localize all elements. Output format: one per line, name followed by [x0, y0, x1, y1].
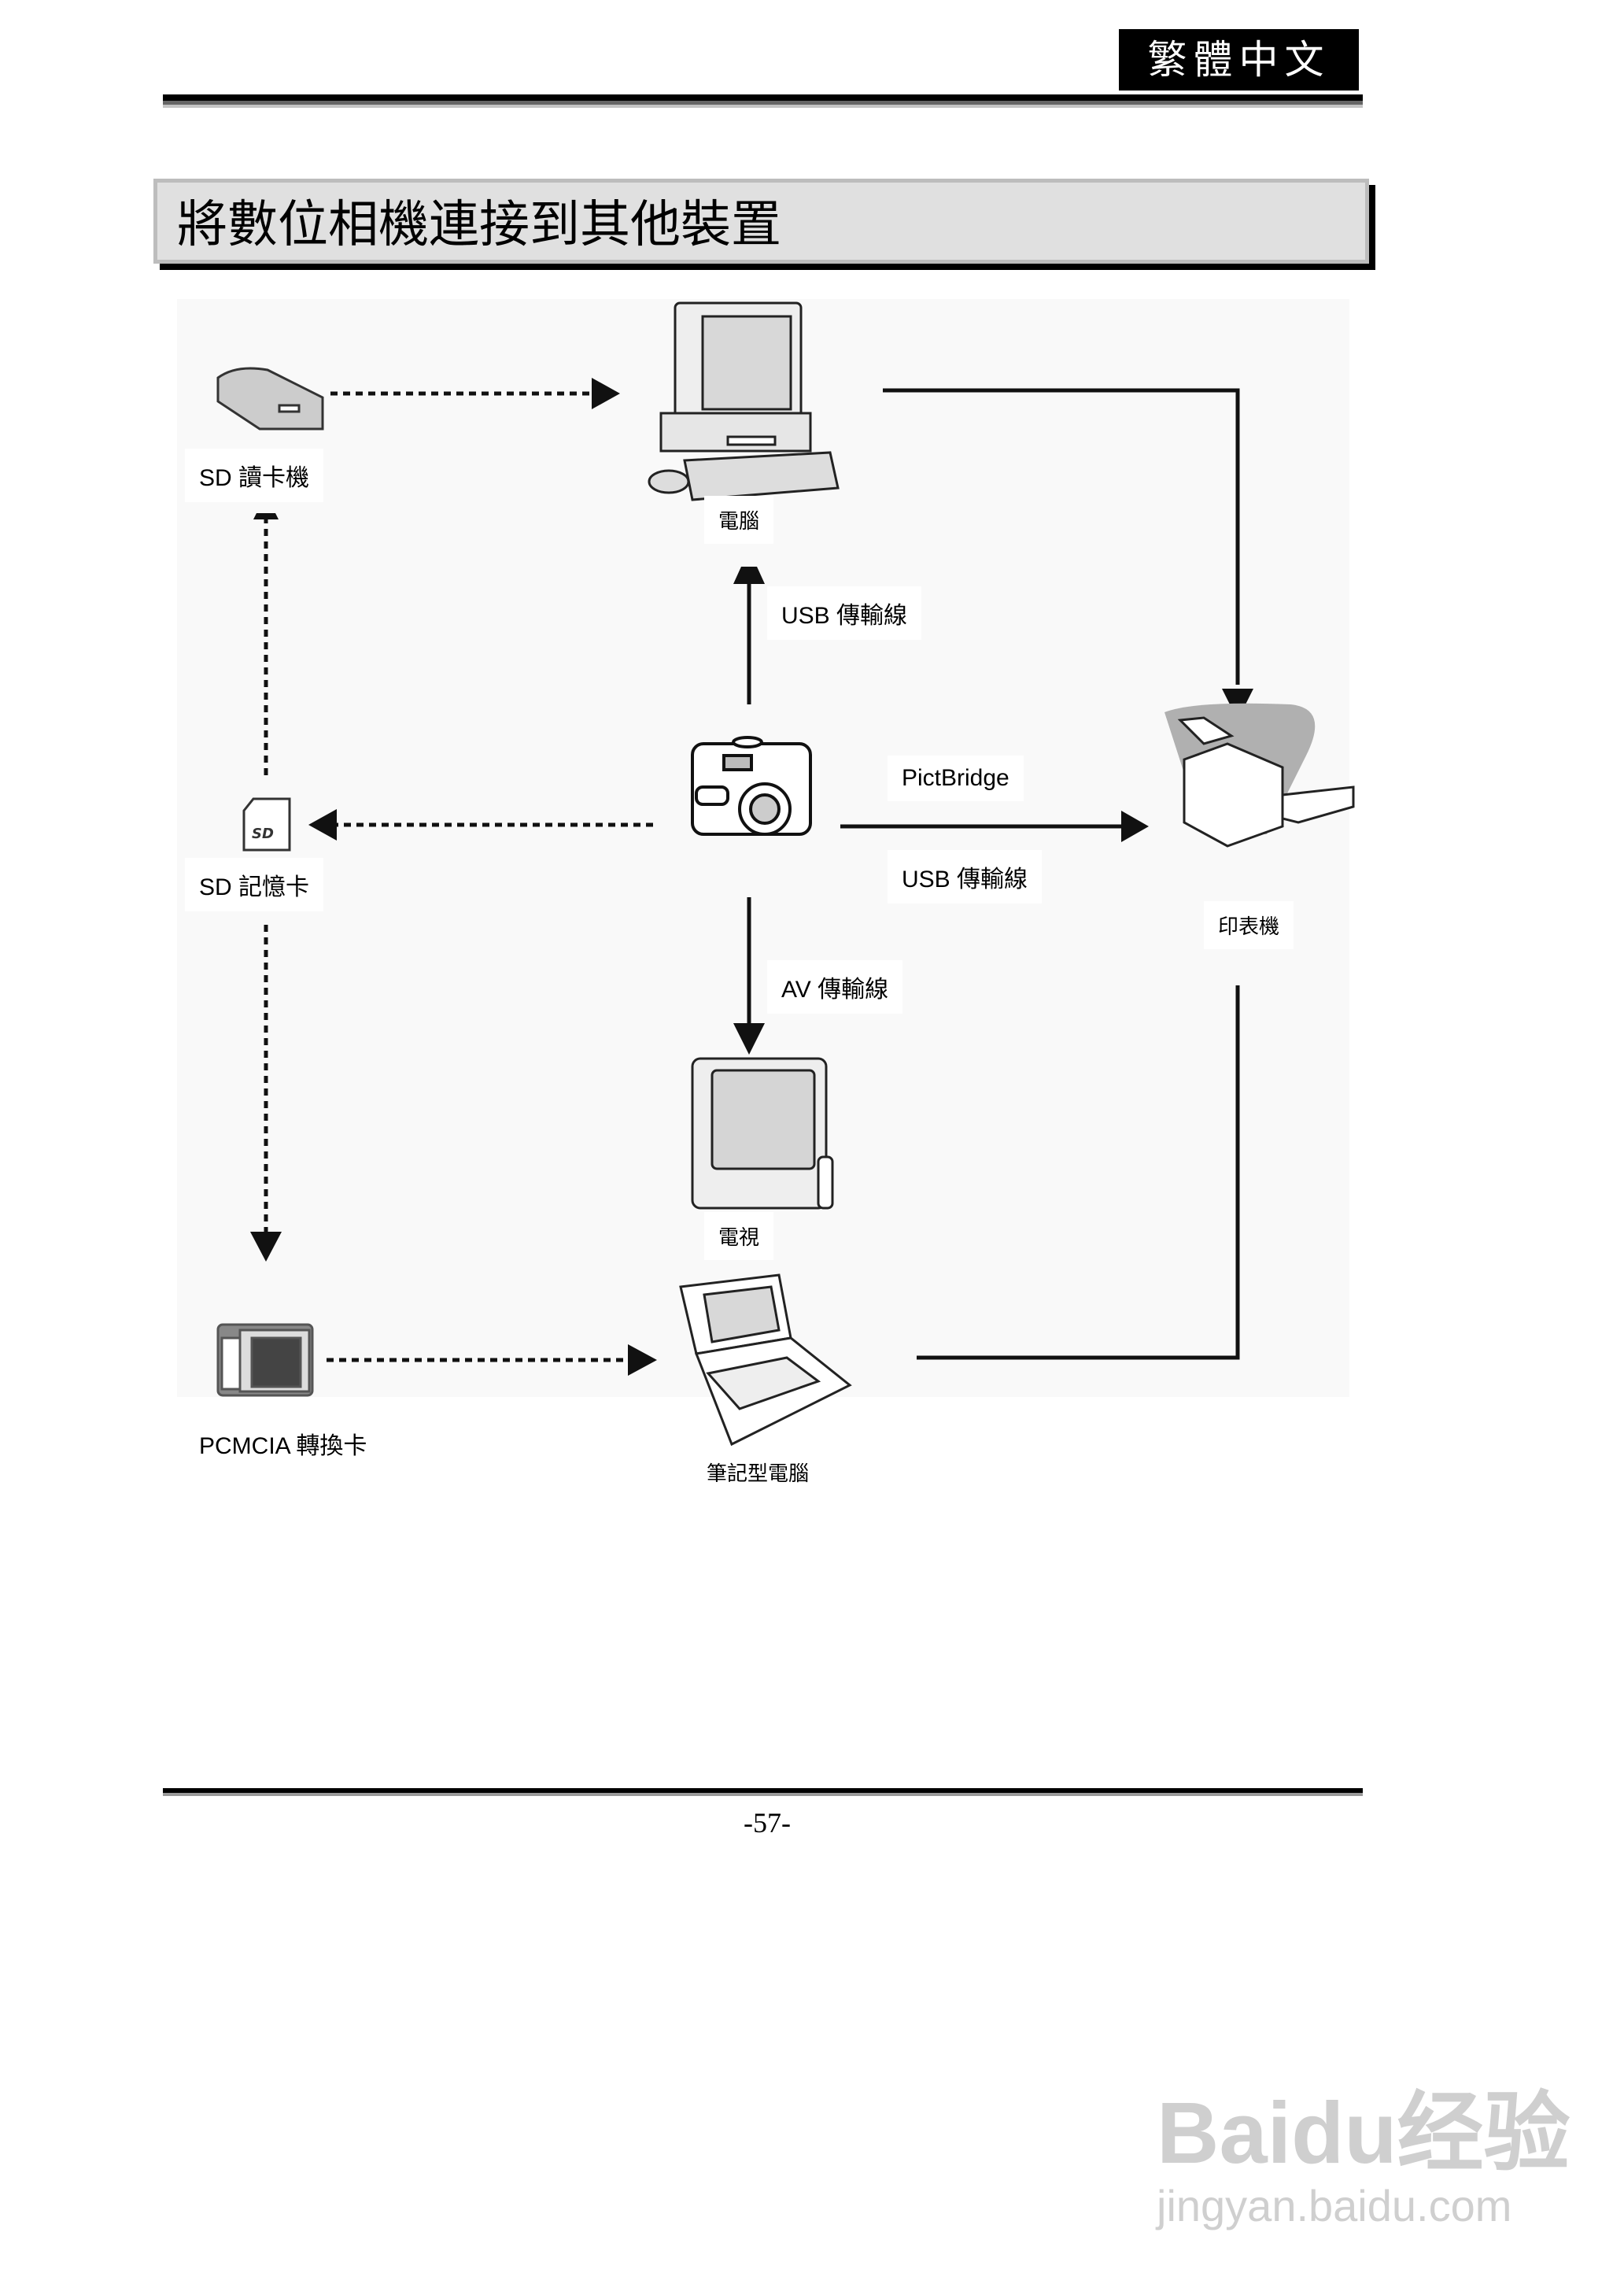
arrowhead	[733, 567, 765, 584]
label-notebook: 筆記型電腦	[692, 1448, 824, 1496]
watermark-brand: Baidu经验	[1157, 2085, 1570, 2182]
watermark-url: jingyan.baidu.com	[1157, 2181, 1512, 2230]
footer-rule-shadow	[163, 1793, 1363, 1796]
svg-text:SD: SD	[252, 826, 274, 842]
camera-icon	[691, 736, 812, 836]
header-rule-shadow	[163, 101, 1363, 105]
computer-icon	[648, 301, 840, 501]
line-laptop-to-printer	[917, 985, 1240, 1360]
label-sd-card: SD 記憶卡	[185, 858, 324, 911]
arrowhead	[592, 378, 620, 409]
laptop-icon	[679, 1273, 852, 1447]
language-badge: 繁體中文	[1119, 29, 1359, 91]
arrowhead	[250, 1232, 282, 1262]
label-pictbridge: PictBridge	[888, 756, 1024, 801]
footer-rule	[163, 1788, 1363, 1793]
diagram-connectors: SD	[216, 301, 1355, 1447]
printer-icon	[1164, 703, 1355, 848]
label-usb-cable-computer: USB 傳輸線	[767, 586, 922, 640]
label-usb-cable-printer: USB 傳輸線	[888, 850, 1043, 904]
label-printer: 印表機	[1204, 901, 1294, 949]
sd-card-icon: SD	[242, 797, 291, 852]
arrowhead	[253, 513, 279, 519]
arrowhead	[1121, 811, 1149, 842]
header-rule-light	[163, 105, 1363, 108]
header-rule	[163, 94, 1363, 101]
label-sd-reader: SD 讀卡機	[185, 449, 324, 502]
arrowhead	[628, 1344, 657, 1376]
arrowhead	[308, 809, 337, 841]
label-tv: 電視	[704, 1212, 774, 1260]
label-av-cable: AV 傳輸線	[767, 960, 903, 1014]
label-pcmcia: PCMCIA 轉換卡	[185, 1417, 382, 1470]
pcmcia-card-icon	[216, 1323, 314, 1397]
line-computer-to-printer	[883, 388, 1240, 685]
tv-icon	[691, 1057, 834, 1210]
section-title: 將數位相機連接到其他裝置	[153, 179, 1369, 264]
arrowhead	[733, 1023, 765, 1055]
label-computer: 電腦	[704, 496, 774, 544]
page-number: -57-	[744, 1807, 791, 1839]
sd-reader-icon	[216, 367, 324, 431]
baidu-watermark: Baidu经验 jingyan.baidu.com	[1157, 2062, 1570, 2231]
